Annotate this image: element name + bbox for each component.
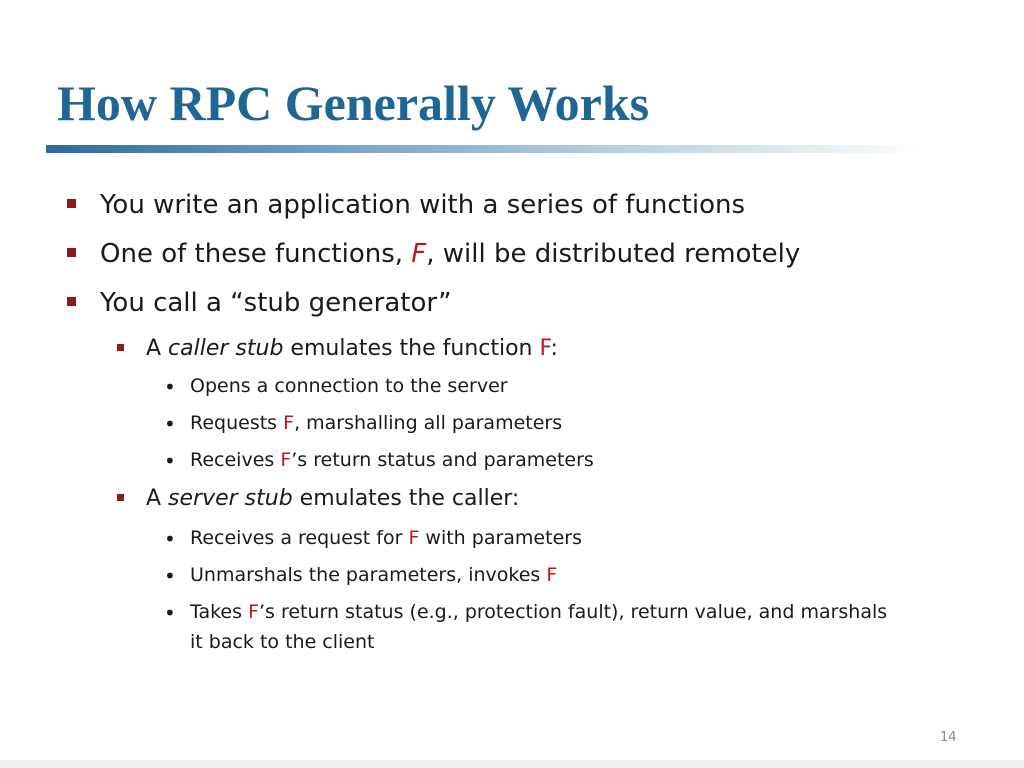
bullet-text: A <box>146 486 169 511</box>
bullet-text: , will be distributed remotely <box>426 239 801 269</box>
function-f-label: F <box>248 601 259 623</box>
square-bullet-icon <box>67 297 76 306</box>
function-f-label: F <box>280 449 292 471</box>
bullet-requests-f: Requests F, marshalling all parameters <box>190 412 562 434</box>
slide-title: How RPC Generally Works <box>57 75 650 131</box>
bullet-text: You write an application with a series o… <box>100 190 746 220</box>
function-f-label: F <box>539 336 551 361</box>
dot-bullet-icon: • <box>164 449 176 473</box>
square-bullet-icon <box>67 248 76 257</box>
function-f-label: F <box>411 239 427 269</box>
bullet-text: : <box>550 336 558 361</box>
bullet-takes-return-continuation: it back to the client <box>190 631 374 653</box>
bullet-text: One of these functions, <box>100 239 412 269</box>
bullet-text: Receives a request for <box>190 527 409 549</box>
bullet-text: with parameters <box>419 527 582 549</box>
bullet-takes-return: Takes F’s return status (e.g., protectio… <box>190 601 887 623</box>
bullet-text: Receives <box>190 449 281 471</box>
server-stub-term: server stub <box>168 486 293 511</box>
bullet-text: A <box>146 336 169 361</box>
dot-bullet-icon: • <box>164 412 176 436</box>
dot-bullet-icon: • <box>164 527 176 551</box>
bullet-text: it back to the client <box>190 631 375 653</box>
page-number: 14 <box>940 730 957 745</box>
square-bullet-icon <box>67 199 76 208</box>
bullet-server-stub: A server stub emulates the caller: <box>146 486 519 511</box>
dot-bullet-icon: • <box>164 564 176 588</box>
bullet-text: Unmarshals the parameters, invokes <box>190 564 547 586</box>
bullet-write-application: You write an application with a series o… <box>100 190 745 220</box>
function-f-label: F <box>546 564 558 586</box>
bullet-text: emulates the caller: <box>292 486 520 511</box>
bullet-opens-connection: Opens a connection to the server <box>190 375 508 397</box>
bullet-text: , marshalling all parameters <box>294 412 563 434</box>
bullet-text: Requests <box>190 412 284 434</box>
bullet-receives-request: Receives a request for F with parameters <box>190 527 582 549</box>
bullet-text: emulates the function <box>283 336 540 361</box>
dot-bullet-icon: • <box>164 375 176 399</box>
bullet-caller-stub: A caller stub emulates the function F: <box>146 336 558 361</box>
dot-bullet-icon: • <box>164 601 176 625</box>
footer-strip <box>0 760 1024 768</box>
bullet-text: ’s return status and parameters <box>291 449 594 471</box>
bullet-text: You call a “stub generator” <box>100 288 452 318</box>
function-f-label: F <box>283 412 295 434</box>
bullet-text: Takes <box>190 601 249 623</box>
title-underline <box>46 145 926 153</box>
square-bullet-icon <box>117 494 124 501</box>
bullet-stub-generator: You call a “stub generator” <box>100 288 452 318</box>
bullet-text: Opens a connection to the server <box>190 375 508 397</box>
function-f-label: F <box>408 527 420 549</box>
bullet-receives-return: Receives F’s return status and parameter… <box>190 449 594 471</box>
bullet-distributed-function: One of these functions, F, will be distr… <box>100 239 800 269</box>
bullet-text: ’s return status (e.g., protection fault… <box>259 601 888 623</box>
caller-stub-term: caller stub <box>168 336 284 361</box>
square-bullet-icon <box>117 344 124 351</box>
bullet-unmarshals: Unmarshals the parameters, invokes F <box>190 564 557 586</box>
